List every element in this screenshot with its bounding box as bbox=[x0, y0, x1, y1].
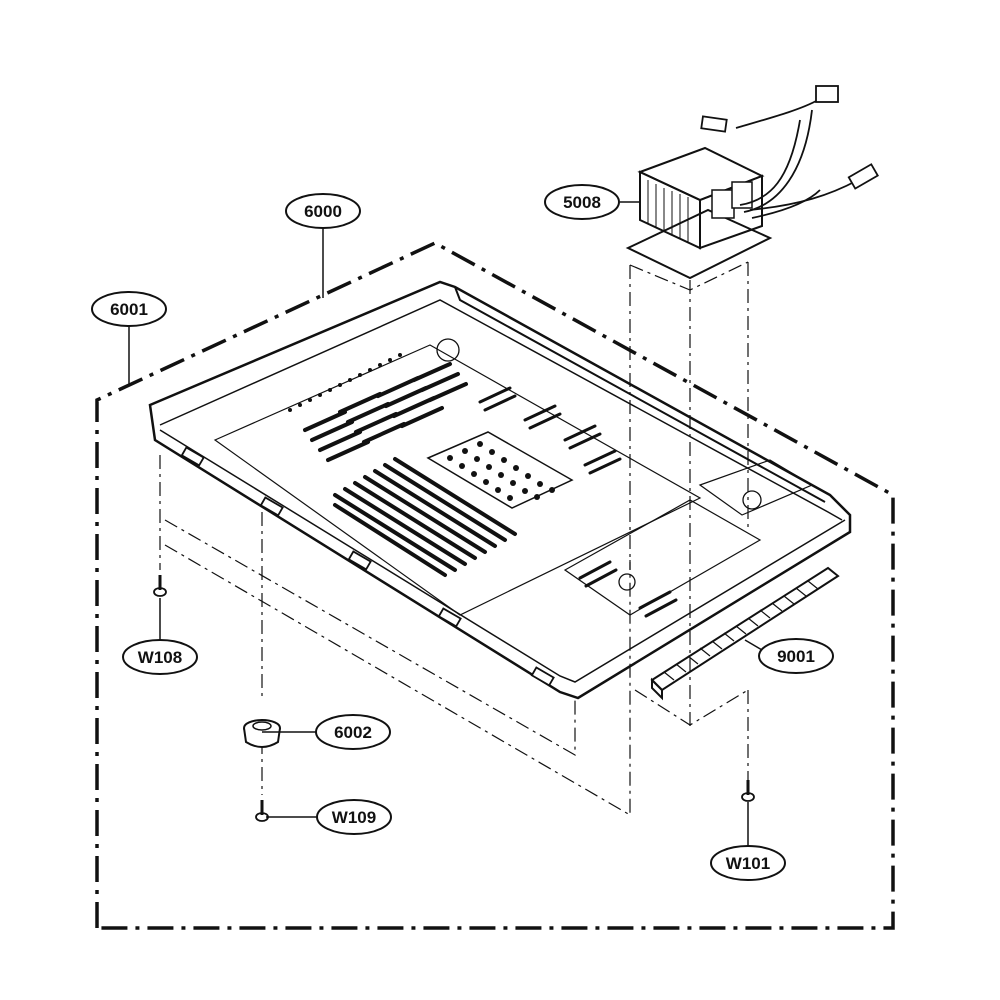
assembly-boundary bbox=[95, 241, 895, 930]
callout-w109: W109 bbox=[316, 799, 392, 835]
callout-6001: 6001 bbox=[91, 291, 167, 327]
callout-label: 5008 bbox=[563, 193, 601, 212]
base-plate-6000 bbox=[148, 280, 852, 700]
leader-lines bbox=[128, 201, 763, 846]
callout-label: W101 bbox=[726, 854, 770, 873]
callout-6000: 6000 bbox=[285, 193, 361, 229]
transformer-5008 bbox=[625, 85, 879, 280]
screw-w101 bbox=[741, 780, 755, 802]
callout-5008: 5008 bbox=[544, 184, 620, 220]
screw-w108 bbox=[153, 575, 167, 597]
callout-label: 6000 bbox=[304, 202, 342, 221]
callout-6002: 6002 bbox=[315, 714, 391, 750]
callout-w108: W108 bbox=[122, 639, 198, 675]
projection-lines bbox=[159, 261, 749, 817]
callout-label: W109 bbox=[332, 808, 376, 827]
callout-label: 6001 bbox=[110, 300, 148, 319]
foot-6002 bbox=[243, 719, 281, 748]
vent-strip-9001 bbox=[650, 566, 840, 701]
callout-label: 9001 bbox=[777, 647, 815, 666]
callout-label: 6002 bbox=[334, 723, 372, 742]
screw-w109 bbox=[255, 800, 269, 822]
callout-9001: 9001 bbox=[758, 638, 834, 674]
callout-label: W108 bbox=[138, 648, 182, 667]
callout-w101: W101 bbox=[710, 845, 786, 881]
